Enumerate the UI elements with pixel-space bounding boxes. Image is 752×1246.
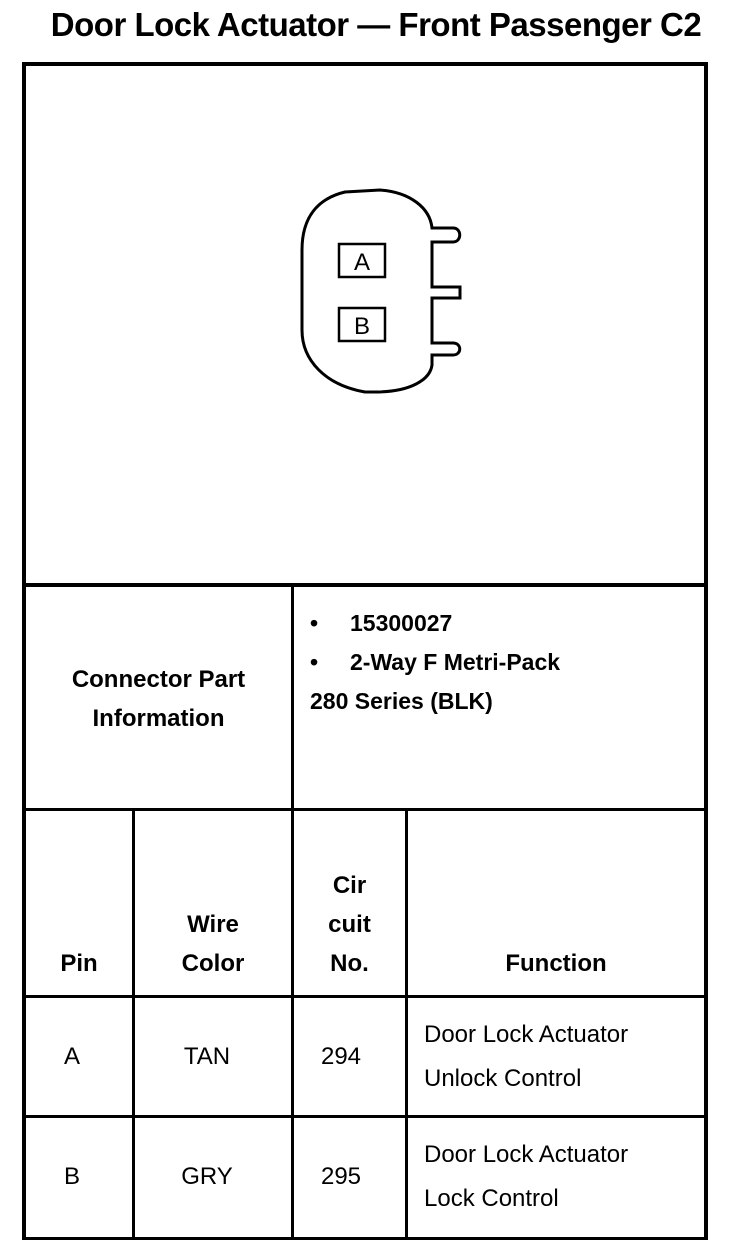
row-a-function-line2: Unlock Control <box>424 1065 582 1092</box>
header-wire-color-line2: Color <box>181 950 245 977</box>
part-info-label-line2: Information <box>92 705 225 732</box>
header-wire-color-line1: Wire <box>187 911 239 938</box>
part-number: 15300027 <box>350 610 453 636</box>
row-a-circuit: 294 <box>320 1043 362 1070</box>
cavity-a-box <box>337 242 387 279</box>
row-b-function: Door Lock Actuator Lock Control <box>424 1133 704 1221</box>
header-circuit-line2: cuit <box>328 911 371 938</box>
connector-type-item: • 2-Way F Metri-Pack <box>310 643 560 682</box>
part-info-values: • 15300027 • 2-Way F Metri-Pack 280 Series… <box>310 604 560 721</box>
header-circuit: Cir cuit No. <box>294 866 405 983</box>
part-number-item: • 15300027 <box>310 604 560 643</box>
divider <box>22 583 708 587</box>
row-b-function-line1: Door Lock Actuator <box>424 1141 629 1168</box>
row-a-function-line1: Door Lock Actuator <box>424 1021 629 1048</box>
divider <box>132 808 135 1240</box>
bullet-icon: • <box>310 610 319 636</box>
row-b-function-line2: Lock Control <box>424 1185 559 1212</box>
connector-outline <box>300 188 462 394</box>
connector-series: 280 Series (BLK) <box>310 688 493 714</box>
header-circuit-line3: No. <box>330 950 369 977</box>
row-b-circuit: 295 <box>320 1163 362 1190</box>
header-wire-color: Wire Color <box>135 905 291 983</box>
part-info-label-line1: Connector Part <box>71 666 246 693</box>
cavity-b-box <box>337 306 387 343</box>
connector-face-diagram: A B <box>300 188 462 394</box>
row-a-wire-color: TAN <box>183 1043 231 1070</box>
bullet-icon: • <box>310 649 319 675</box>
cavity-b-label: B <box>354 313 370 340</box>
connector-type: 2-Way F Metri-Pack <box>350 649 561 675</box>
row-a-function: Door Lock Actuator Unlock Control <box>424 1013 704 1101</box>
divider <box>22 995 708 998</box>
row-b-wire-color: GRY <box>181 1163 233 1190</box>
connector-table-frame <box>22 62 708 1240</box>
row-b-pin: B <box>63 1163 80 1190</box>
divider <box>291 583 294 1240</box>
header-pin: Pin <box>60 950 98 977</box>
part-info-label: Connector Part Information <box>26 660 291 738</box>
divider <box>405 808 408 1240</box>
divider <box>22 1115 708 1118</box>
header-circuit-line1: Cir <box>332 872 367 899</box>
page-title: Door Lock Actuator — Front Passenger C2 <box>50 6 702 43</box>
header-function: Function <box>505 950 607 977</box>
divider <box>22 808 708 811</box>
cavity-a-label: A <box>354 249 370 276</box>
row-a-pin: A <box>63 1043 80 1070</box>
